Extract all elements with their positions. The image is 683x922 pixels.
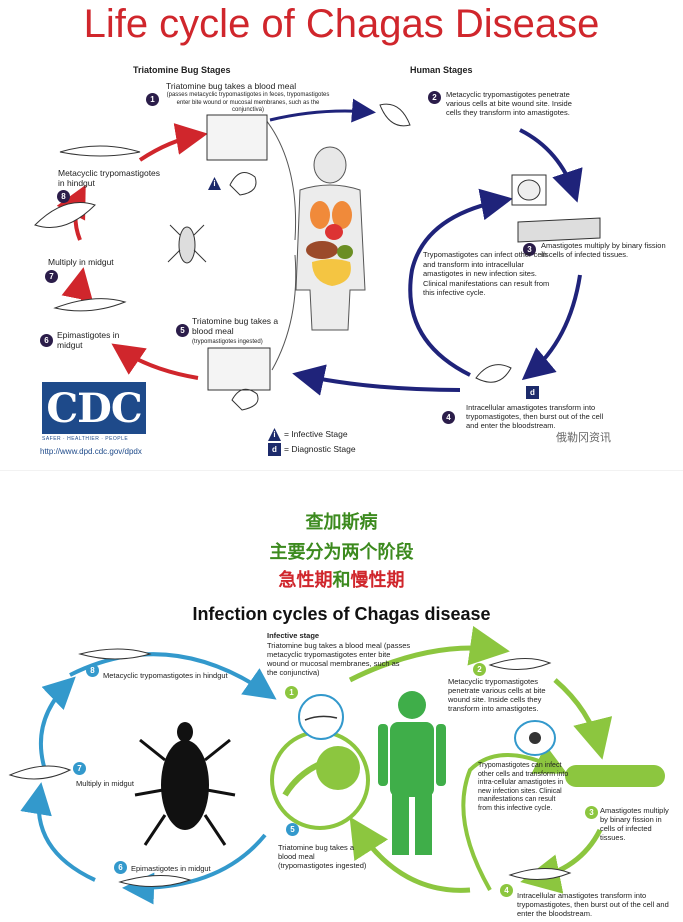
divider (0, 470, 683, 471)
top-step-4-number: 4 (442, 411, 455, 424)
cn-line-3: 急性期和慢性期 (0, 566, 683, 592)
human-figure (295, 146, 366, 331)
watermark: 俄勒冈资讯 (556, 432, 611, 444)
top-step-2-number: 2 (428, 91, 441, 104)
bottom-step-7-text: Multiply in midgut (76, 779, 134, 788)
top-step-6-text: Epimastigotes in midgut (57, 330, 120, 350)
legend-infective-label: = Infective Stage (284, 429, 348, 439)
bottom-step-5-text: Triatomine bug takes a blood meal (trypo… (278, 843, 367, 870)
top-step-1-number: 1 (146, 93, 159, 106)
triatomine-bug-drawing (167, 224, 207, 264)
bottom-infective-stage: Infective stage (267, 631, 320, 640)
top-step-7-number: 7 (45, 270, 58, 283)
bug-silhouette (134, 722, 236, 846)
arrow-4-to-3-inner (408, 188, 513, 377)
top-step-3-text: Amastigotes multiply by binary fission i… (541, 241, 666, 259)
cn-line-2: 主要分为两个阶段 (269, 542, 414, 562)
top-step-5-number: 5 (176, 324, 189, 337)
top-step-1-main: Triatomine bug takes a blood meal (166, 81, 297, 91)
cn-line-1: 查加斯病 (305, 512, 378, 532)
bottom-step-4-number: 4 (500, 884, 513, 897)
top-step-6-number: 6 (40, 334, 53, 347)
bottom-step-3-number: 3 (585, 806, 598, 819)
bottom-center-note: Trypomastigotes can infect other cells a… (478, 762, 569, 812)
arrow-2-to-3 (519, 128, 583, 203)
top-step-5-sub: (trypomastigotes ingested) (192, 339, 263, 345)
arrow-1-to-2 (269, 98, 376, 123)
bottom-step-5-number: 5 (286, 823, 299, 836)
cn-acute: 急性期 (278, 570, 333, 590)
bottom-step-1-number: 1 (285, 686, 298, 699)
top-step-8-number: 8 (57, 190, 70, 203)
diagnostic-stage-marker-4: d (526, 386, 539, 399)
cn-chronic: 慢性期 (350, 570, 405, 590)
arrow-3-to-4 (521, 274, 582, 381)
bottom-step-3-text: Amastigotes multiply by binary fission i… (600, 806, 669, 842)
cdc-logo: CDC (42, 382, 146, 434)
top-step-4-text: Intracellular amastigotes transform into… (466, 403, 604, 430)
bottom-step-2-number: 2 (473, 663, 486, 676)
top-step-2-text: Metacyclic trypomastigotes penetrate var… (446, 90, 572, 117)
bottom-step-4-text: Intracellular amastigotes transform into… (517, 891, 669, 918)
top-step-5-main: Triatomine bug takes a blood meal (192, 316, 279, 336)
legend-diagnostic-icon: d (268, 443, 281, 456)
arrow-5-to-6 (111, 343, 199, 380)
top-center-note: Trypomastigotes can infect other cells a… (423, 250, 550, 297)
top-diagram-title: Life cycle of Chagas Disease (83, 2, 600, 46)
cdc-url[interactable]: http://www.dpd.cdc.gov/dpdx (40, 447, 142, 456)
human-stages-heading: Human Stages (410, 65, 473, 75)
bottom-cycle-graphics (8, 625, 665, 905)
top-step-3-number: 3 (523, 243, 536, 256)
bottom-step-6-text: Epimastigotes in midgut (131, 864, 211, 873)
top-step-7-text: Multiply in midgut (48, 257, 114, 267)
bug-stages-heading: Triatomine Bug Stages (133, 65, 231, 75)
bottom-step-1-text: Triatomine bug takes a blood meal (passe… (267, 641, 411, 677)
bottom-step-8-text: Metacyclic trypomastigotes in hindgut (103, 671, 228, 680)
arrow-4-to-5 (292, 364, 461, 396)
cdc-tagline: SAFER · HEALTHIER · PEOPLE (42, 436, 129, 442)
legend-diagnostic-label: = Diagnostic Stage (284, 444, 356, 454)
human-silhouette (378, 691, 446, 855)
bottom-step-8-number: 8 (86, 664, 99, 677)
top-step-1-sub: (passes metacyclic trypomastigotes in fe… (166, 92, 330, 113)
bottom-step-2-text: Metacyclic trypomastigotes penetrate var… (448, 677, 546, 713)
arrow-8-to-1 (138, 123, 208, 162)
top-cycle-graphics (34, 98, 601, 411)
bottom-step-6-number: 6 (114, 861, 127, 874)
bottom-diagram-title: Infection cycles of Chagas disease (192, 604, 491, 624)
top-step-8-text: Metacyclic trypomastigotes in hindgut (58, 168, 161, 188)
bottom-step-7-number: 7 (73, 762, 86, 775)
cn-and: 和 (332, 570, 351, 590)
